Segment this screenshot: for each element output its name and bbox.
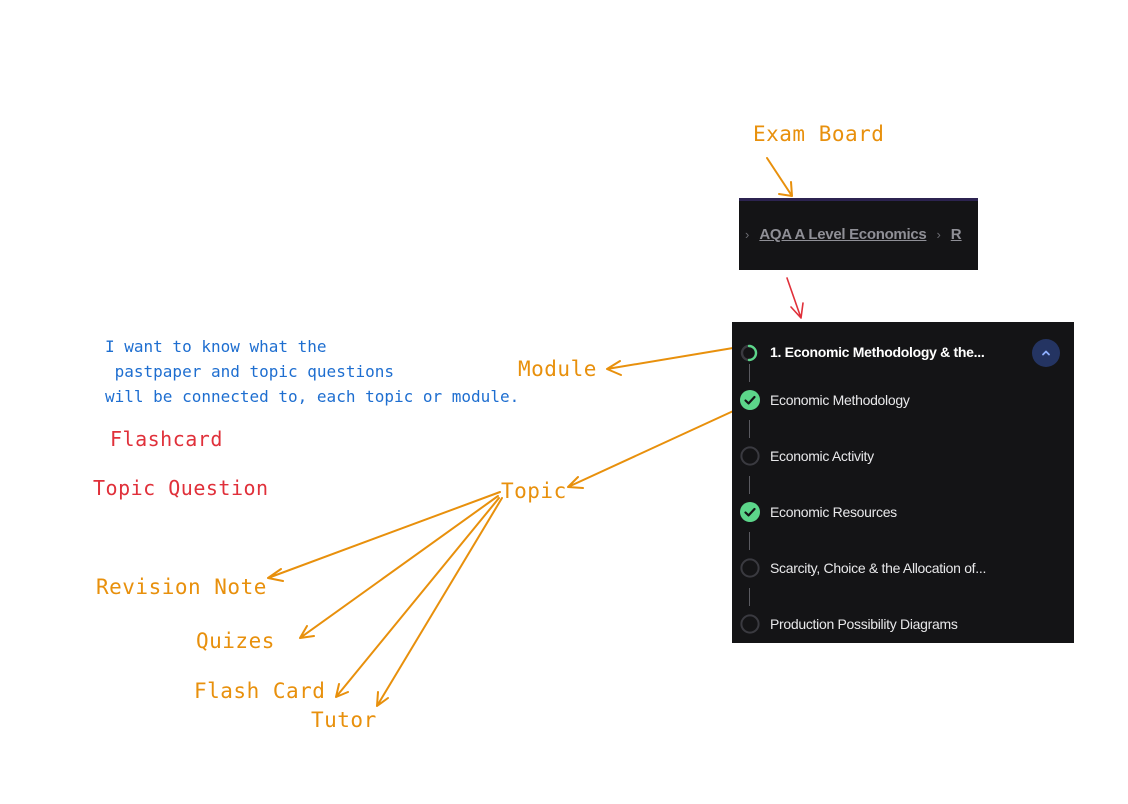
topic-label: Economic Methodology <box>770 392 910 408</box>
empty-circle-icon <box>740 446 760 466</box>
breadcrumb-separator: › <box>745 227 750 242</box>
topic-question-annotation: Topic Question <box>93 476 269 500</box>
arrow-exam-board <box>766 157 793 197</box>
module-header[interactable]: 1. Economic Methodology & the... <box>732 330 1074 374</box>
topic-label: Production Possibility Diagrams <box>770 616 958 632</box>
breadcrumb: › AQA A Level Economics › R <box>745 226 962 243</box>
breadcrumb-separator: › <box>936 227 941 242</box>
flash-card-annotation: Flash Card <box>194 679 326 703</box>
empty-circle-icon <box>740 558 760 578</box>
arrow-flash-card <box>335 497 500 698</box>
breadcrumb-accent-bar <box>739 198 978 201</box>
chevron-up-icon <box>1042 350 1050 356</box>
progress-ring-icon <box>740 344 758 362</box>
topic-item[interactable]: Economic Activity <box>732 442 1074 472</box>
topic-label: Economic Resources <box>770 504 897 520</box>
breadcrumb-next-link[interactable]: R <box>950 226 962 243</box>
topic-connector <box>749 476 750 494</box>
topic-label: Scarcity, Choice & the Allocation of... <box>770 560 987 576</box>
tutor-annotation: Tutor <box>311 708 377 732</box>
arrow-revision-note <box>267 491 501 582</box>
check-circle-icon <box>740 502 760 522</box>
topic-item[interactable]: Economic Methodology <box>732 386 1074 416</box>
topic-connector <box>749 588 750 606</box>
topic-connector <box>749 364 750 382</box>
arrow-tutor <box>376 497 503 707</box>
flashcard-annotation: Flashcard <box>110 427 223 451</box>
topic-annotation: Topic <box>501 479 567 503</box>
breadcrumb-exam-board-link[interactable]: AQA A Level Economics <box>759 226 927 243</box>
arrow-breadcrumb-to-module <box>786 277 804 319</box>
topic-connector <box>749 420 750 438</box>
topic-item[interactable]: Economic Resources <box>732 498 1074 528</box>
arrow-topic <box>567 406 743 489</box>
exam-board-annotation: Exam Board <box>753 122 885 146</box>
module-panel: 1. Economic Methodology & the... Economi… <box>732 322 1074 643</box>
topic-label: Economic Activity <box>770 448 874 464</box>
collapse-button[interactable] <box>1032 339 1060 367</box>
quizes-annotation: Quizes <box>196 629 275 653</box>
check-circle-icon <box>740 390 760 410</box>
revision-note-annotation: Revision Note <box>96 575 267 599</box>
topic-connector <box>749 532 750 550</box>
topic-item[interactable]: Scarcity, Choice & the Allocation of... <box>732 554 1074 584</box>
breadcrumb-panel: › AQA A Level Economics › R <box>739 198 978 270</box>
arrow-quizes <box>299 495 499 639</box>
module-annotation: Module <box>518 357 597 381</box>
empty-circle-icon <box>740 614 760 634</box>
module-title: 1. Economic Methodology & the... <box>770 344 985 360</box>
topic-item[interactable]: Production Possibility Diagrams <box>732 610 1074 640</box>
question-note: I want to know what the pastpaper and to… <box>105 337 520 406</box>
arrow-module <box>606 347 734 376</box>
